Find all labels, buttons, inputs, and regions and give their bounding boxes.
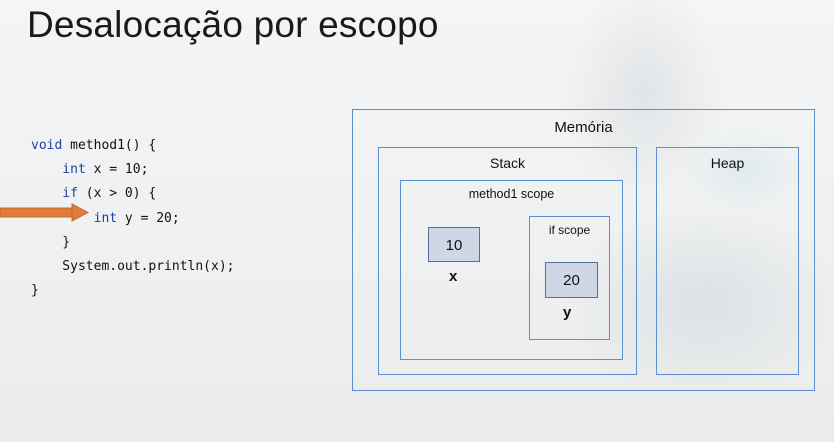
heap-label: Heap bbox=[710, 155, 745, 171]
if-scope-frame: if scope bbox=[529, 216, 610, 340]
current-line-arrow-icon bbox=[0, 203, 90, 222]
if-scope-label: if scope bbox=[548, 223, 591, 237]
method1-scope-frame: method1 scope bbox=[400, 180, 623, 360]
code-line-2: int x = 10; bbox=[31, 162, 149, 178]
memory-label: Memória bbox=[554, 119, 613, 136]
code-line-4: int y = 20; bbox=[31, 210, 180, 226]
variable-y-value: 20 bbox=[545, 262, 598, 298]
code-line-1: void method1() { bbox=[31, 138, 157, 153]
code-listing: void method1() { int x = 10; if (x > 0) … bbox=[31, 134, 235, 303]
memory-frame: Memória bbox=[352, 109, 815, 391]
background-artwork bbox=[374, 0, 834, 442]
method1-scope-label: method1 scope bbox=[468, 187, 555, 201]
code-line-5: } bbox=[31, 234, 71, 250]
variable-x-value: 10 bbox=[428, 227, 480, 262]
code-line-3: if (x > 0) { bbox=[31, 186, 157, 202]
stack-frame: Stack bbox=[378, 147, 637, 375]
variable-y-name: y bbox=[563, 304, 572, 321]
heap-frame: Heap bbox=[656, 147, 799, 375]
stack-label: Stack bbox=[489, 155, 525, 171]
variable-x-name: x bbox=[449, 268, 458, 285]
code-line-6: System.out.println(x); bbox=[31, 258, 235, 274]
code-line-7: } bbox=[31, 283, 39, 299]
slide-title: Desalocação por escopo bbox=[27, 4, 439, 45]
